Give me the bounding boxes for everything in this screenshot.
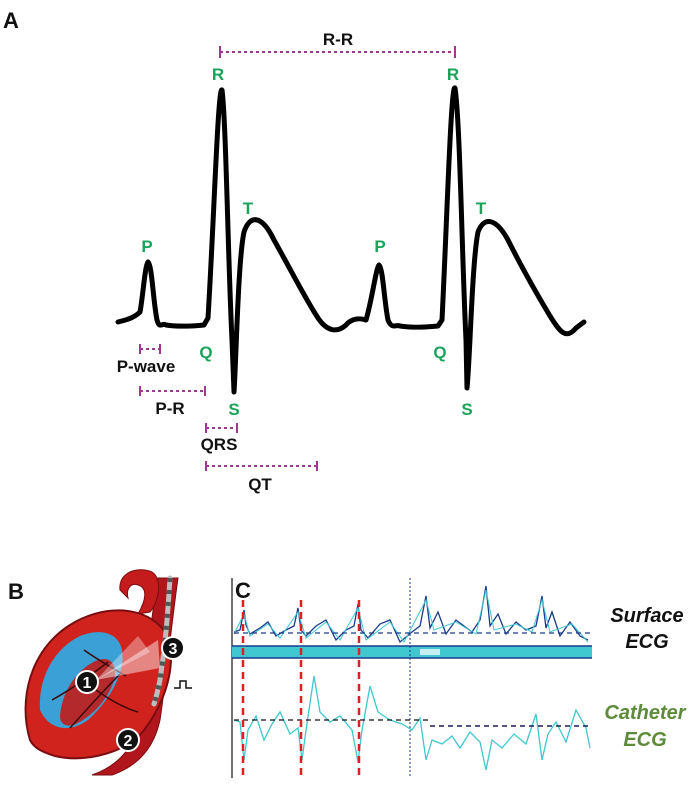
pwave-interval-bracket — [139, 344, 161, 354]
qt-label: QT — [248, 475, 272, 494]
pr-interval-bracket — [139, 386, 206, 396]
label-p-2: P — [374, 237, 385, 256]
red-marker-lines — [241, 600, 361, 776]
label-r-1: R — [212, 65, 224, 84]
heart-illustration — [24, 569, 192, 776]
surface-ecg-legend-line2: ECG — [625, 631, 668, 653]
qt-interval-bracket — [205, 461, 318, 471]
label-q-2: Q — [433, 343, 446, 362]
label-t-1: T — [243, 199, 254, 218]
ecg-waveform — [115, 85, 587, 395]
marker-3: 3 — [161, 636, 185, 660]
pr-label: P-R — [155, 399, 184, 418]
marker-3-text: 3 — [169, 641, 178, 658]
rr-interval-bracket — [219, 46, 456, 58]
qrs-label: QRS — [201, 435, 238, 454]
rr-label: R-R — [323, 30, 353, 49]
label-p-1: P — [141, 237, 152, 256]
label-t-2: T — [476, 199, 487, 218]
marker-2: 2 — [116, 728, 140, 752]
panel-c-label: C — [235, 578, 251, 603]
qrs-interval-bracket — [205, 423, 238, 433]
marker-2-text: 2 — [124, 733, 133, 750]
panel-a-label: A — [3, 8, 19, 33]
panel-b-label: B — [8, 579, 24, 604]
catheter-ecg-legend-line1: Catheter — [604, 702, 686, 724]
surface-ecg-legend-line1: Surface — [610, 605, 683, 627]
catheter-ecg-legend-line2: ECG — [623, 729, 666, 751]
marker-1-text: 1 — [83, 675, 92, 692]
catheter-ecg-trace — [233, 675, 591, 771]
label-r-2: R — [447, 65, 459, 84]
pwave-label: P-wave — [117, 357, 176, 376]
ecg-recording-panel — [231, 578, 592, 778]
label-s-2: S — [461, 400, 472, 419]
label-s-1: S — [228, 400, 239, 419]
marker-1: 1 — [75, 670, 99, 694]
label-q-1: Q — [199, 343, 212, 362]
